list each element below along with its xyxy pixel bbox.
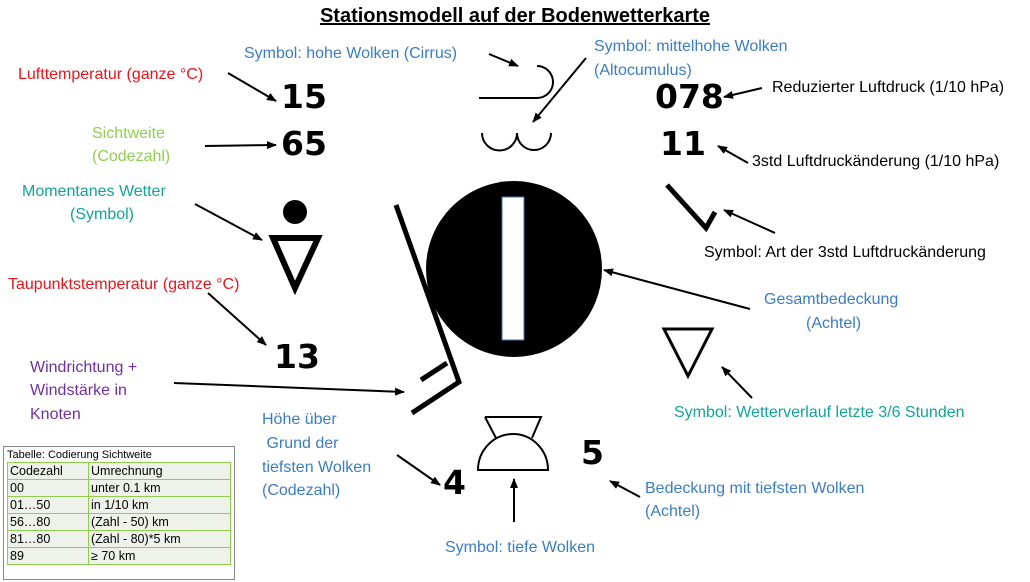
label-visibility: Sichtweite xyxy=(92,125,165,142)
table-cell: 00 xyxy=(7,479,89,497)
value-cloud-height: 4 xyxy=(443,463,466,502)
visibility-code-table: Tabelle: Codierung Sichtweite Codezahl U… xyxy=(3,446,235,580)
value-dewpoint: 13 xyxy=(274,337,320,376)
label-wind-1: Windrichtung + xyxy=(30,359,138,376)
page-title: Stationsmodell auf der Bodenwetterkarte xyxy=(319,5,711,27)
label-altocumulus-sub: (Altocumulus) xyxy=(594,62,692,79)
value-visibility: 65 xyxy=(281,124,327,163)
label-low-cover: Bedeckung mit tiefsten Wolken xyxy=(645,480,865,497)
value-pressure: 078 xyxy=(655,77,724,116)
value-temperature: 15 xyxy=(281,77,327,116)
table-cell: in 1/10 km xyxy=(88,496,231,514)
label-pressure: Reduzierter Luftdruck (1/10 hPa) xyxy=(772,79,1005,96)
label-present-weather-sub: (Symbol) xyxy=(70,206,135,223)
total-cloud-cover-symbol xyxy=(426,181,602,357)
label-dewpoint: Taupunktstemperatur (ganze °C) xyxy=(8,276,240,293)
low-clouds-icon xyxy=(476,416,550,471)
value-tendency: 11 xyxy=(660,124,706,163)
present-weather-icon xyxy=(268,200,323,296)
table-cell: (Zahl - 50) km xyxy=(88,513,231,531)
table-row: 56…80(Zahl - 50) km xyxy=(7,513,231,531)
label-total-cover-sub: (Achtel) xyxy=(806,315,862,332)
label-altocumulus: Symbol: mittelhohe Wolken xyxy=(594,38,788,55)
table-cell: (Zahl - 80)*5 km xyxy=(88,530,231,548)
table-caption: Tabelle: Codierung Sichtweite xyxy=(7,449,152,461)
table-cell: 01…50 xyxy=(7,496,89,514)
table-cell: 89 xyxy=(7,547,89,565)
table-header: Codezahl xyxy=(7,462,89,480)
label-cloud-height-3: tiefsten Wolken xyxy=(262,459,372,476)
label-cloud-height-4: (Codezahl) xyxy=(262,482,341,499)
label-cloud-height-1: Höhe über xyxy=(262,411,337,428)
label-wind-3: Knoten xyxy=(30,406,81,423)
pressure-tendency-icon xyxy=(665,183,718,233)
label-visibility-sub: (Codezahl) xyxy=(92,148,171,165)
label-tendency-type: Symbol: Art der 3std Luftdruckänderung xyxy=(704,244,986,261)
label-low-clouds: Symbol: tiefe Wolken xyxy=(445,539,595,556)
table-cell: ≥ 70 km xyxy=(88,547,231,565)
table-cell: unter 0.1 km xyxy=(88,479,231,497)
table-row: 81…80(Zahl - 80)*5 km xyxy=(7,530,231,548)
label-tendency: 3std Luftdruckänderung (1/10 hPa) xyxy=(752,153,1000,170)
label-cirrus: Symbol: hohe Wolken (Cirrus) xyxy=(244,45,458,62)
table-cell: 81…80 xyxy=(7,530,89,548)
label-past-weather: Symbol: Wetterverlauf letzte 3/6 Stunden xyxy=(674,404,965,421)
label-temperature: Lufttemperatur (ganze °C) xyxy=(18,66,204,83)
label-wind-2: Windstärke in xyxy=(30,382,127,399)
table-cell: 56…80 xyxy=(7,513,89,531)
value-low-cover: 5 xyxy=(581,433,604,472)
label-total-cover: Gesamtbedeckung xyxy=(764,291,899,308)
table-header-row: Codezahl Umrechnung xyxy=(7,462,231,480)
table-row: 89≥ 70 km xyxy=(7,547,231,565)
label-present-weather: Momentanes Wetter xyxy=(22,183,166,200)
past-weather-icon xyxy=(661,327,715,380)
label-low-cover-sub: (Achtel) xyxy=(645,503,701,520)
cirrus-icon xyxy=(479,65,554,99)
altocumulus-icon xyxy=(481,132,552,152)
table-header: Umrechnung xyxy=(88,462,231,480)
label-cloud-height-2: Grund der xyxy=(262,435,339,452)
wind-barb-icon xyxy=(393,204,463,416)
annotation-arrows xyxy=(173,53,776,522)
